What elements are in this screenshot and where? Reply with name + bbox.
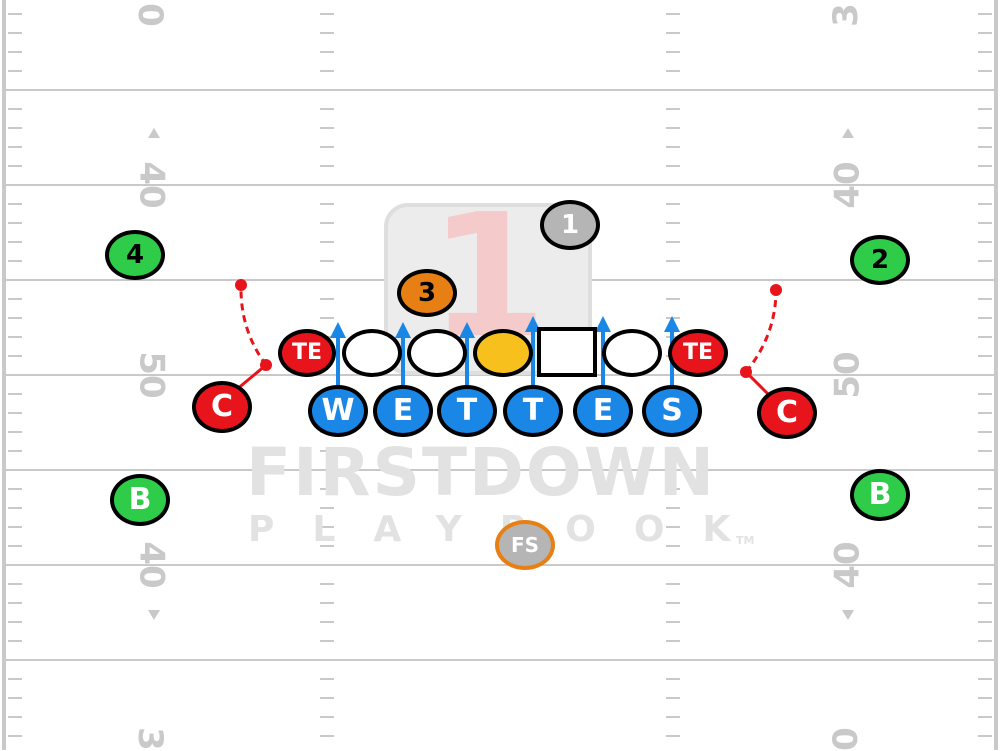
player-label: C	[210, 389, 234, 424]
player-label: T	[456, 393, 478, 428]
back-left[interactable]: B	[110, 474, 170, 526]
player-label: 1	[560, 210, 580, 240]
tight-end-left[interactable]: TE	[278, 329, 336, 377]
player-label: 3	[417, 278, 437, 308]
defender-e[interactable]: E	[373, 385, 433, 437]
player-label: FS	[510, 533, 540, 557]
free-safety[interactable]: FS	[495, 520, 555, 570]
player-label: 2	[870, 245, 890, 275]
yard-arrow-icon	[148, 128, 160, 138]
back-right[interactable]: B	[850, 469, 910, 521]
player-label: E	[592, 393, 614, 428]
defender-s[interactable]: S	[642, 385, 702, 437]
player-label: T	[522, 393, 544, 428]
watermark-trademark: TM	[736, 534, 755, 547]
watermark-firstdown: FIRSTDOWN	[246, 434, 716, 511]
defender-e[interactable]: E	[573, 385, 633, 437]
route-endpoint	[235, 279, 247, 291]
yard-arrow-icon	[148, 610, 160, 620]
player-label: C	[775, 395, 799, 430]
corner-right[interactable]: C	[757, 387, 817, 439]
player-label: W	[321, 393, 355, 428]
center-square[interactable]	[537, 327, 597, 377]
player-label: B	[868, 477, 892, 512]
quarterback[interactable]	[473, 329, 533, 377]
watermark-playbook: PLAYBOOK	[248, 512, 768, 548]
receiver-1[interactable]: 1	[540, 200, 600, 250]
route-node	[740, 366, 752, 378]
player-label: TE	[291, 340, 323, 365]
route-node	[260, 359, 272, 371]
offensive-lineman[interactable]	[407, 329, 467, 377]
offensive-lineman[interactable]	[602, 329, 662, 377]
player-label: E	[392, 393, 414, 428]
yard-arrow-icon	[842, 610, 854, 620]
receiver-4[interactable]: 4	[105, 230, 165, 280]
defender-t[interactable]: T	[437, 385, 497, 437]
player-label: 4	[125, 240, 145, 270]
defender-t[interactable]: T	[503, 385, 563, 437]
corner-left[interactable]: C	[192, 381, 252, 433]
receiver-2[interactable]: 2	[850, 235, 910, 285]
player-label: B	[128, 482, 152, 517]
corner-route-left-dashed	[239, 284, 268, 366]
offensive-lineman[interactable]	[342, 329, 402, 377]
route-endpoint	[770, 284, 782, 296]
receiver-3[interactable]: 3	[397, 269, 457, 317]
corner-route-right-dashed	[744, 289, 778, 373]
player-label: TE	[682, 340, 714, 365]
player-label: S	[661, 393, 683, 428]
tight-end-right[interactable]: TE	[668, 329, 728, 377]
yard-arrow-icon	[842, 128, 854, 138]
defender-w[interactable]: W	[308, 385, 368, 437]
